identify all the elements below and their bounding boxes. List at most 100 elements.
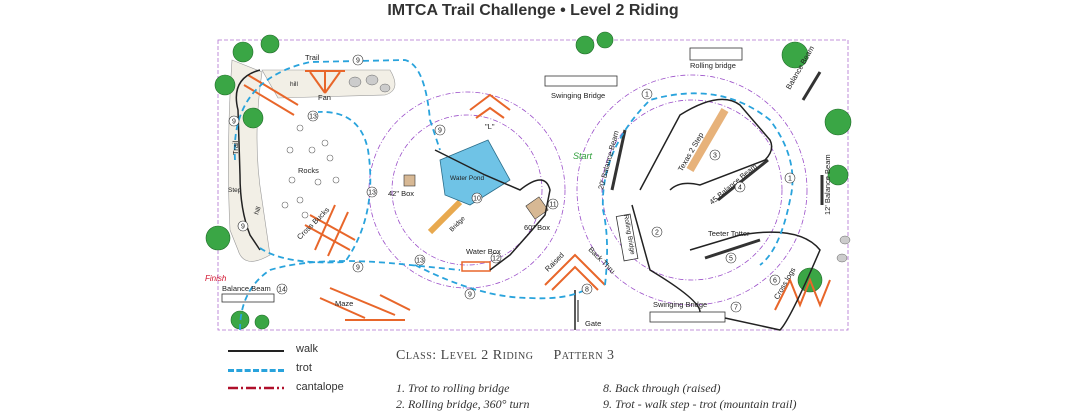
walk-paths: [235, 69, 821, 331]
marker-6: 6: [769, 274, 781, 286]
label-step: Step: [228, 187, 242, 194]
marker-1: 1: [641, 88, 653, 100]
legend-walk: walk: [228, 343, 428, 359]
marker-9e: 9: [434, 124, 446, 136]
marker-9e-text: 9: [438, 128, 442, 135]
left-circle-inner: [391, 114, 543, 266]
marker-9d-text: 9: [356, 265, 360, 272]
label-trail-top: Trail: [305, 53, 320, 62]
marker-13c: 13: [414, 254, 426, 266]
label-bridge: Bridge: [448, 215, 467, 234]
label-start: Start: [573, 151, 593, 161]
balance-beam-bottom: [221, 293, 275, 303]
label-l: "L": [485, 122, 495, 131]
legend-cantalope: cantalope: [228, 381, 428, 397]
balance-beam-20: [610, 129, 627, 191]
marker-2: 2: [651, 226, 663, 238]
marker-9d: 9: [352, 261, 364, 273]
label-gate: Gate: [585, 319, 601, 328]
tree-icon: [232, 41, 254, 63]
label-fan: Fan: [318, 93, 331, 102]
tree-icon: [214, 74, 236, 96]
label-swinging-bridge-bottom: Swinging Bridge: [653, 300, 707, 309]
marker-10-text: 10: [473, 196, 481, 203]
tree-icon: [827, 164, 849, 186]
marker-13a: 13: [307, 110, 319, 122]
label-hill-left: hill: [253, 205, 262, 215]
label-balance-beam-12: 12' Balance Beam: [823, 154, 832, 215]
marker-4-text: 4: [738, 185, 742, 192]
right-circle-inner: [601, 99, 783, 281]
marker-8: 8: [581, 283, 593, 295]
tree-icon: [205, 225, 231, 251]
label-box-42: 42" Box: [388, 189, 414, 198]
marker-9c-text: 9: [241, 224, 245, 231]
marker-2-text: 2: [655, 230, 659, 237]
top-trail-area: [261, 69, 396, 99]
marker-8-text: 8: [585, 287, 589, 294]
label-water-box: Water Box: [466, 247, 501, 256]
label-teeter-totter: Teeter Totter: [708, 229, 750, 238]
swinging-bridge-bottom: [649, 311, 726, 323]
balance-beam-right: [801, 71, 822, 101]
label-balance-beam-45: 45 Balance Beam: [708, 162, 759, 207]
marker-7: 7: [730, 301, 742, 313]
rolling-bridge-top: [689, 47, 743, 61]
label-rocks: Rocks: [298, 166, 319, 175]
marker-5: 5: [725, 252, 737, 264]
legend-trot-line: [228, 369, 284, 372]
label-hill-top: hill: [290, 81, 299, 88]
legend-cantalope-line: [228, 386, 284, 390]
rocks: [281, 124, 340, 219]
marker-14: 14: [276, 283, 288, 295]
label-rolling-bridge: Rolling bridge: [690, 61, 736, 70]
label-water-pond: Water Pond: [450, 175, 484, 182]
marker-5-text: 5: [729, 256, 733, 263]
right-circle-outer: [576, 74, 808, 306]
marker-13c-text: 13: [416, 258, 424, 265]
marker-11-text: 11: [549, 202, 556, 209]
balance-beam-45: [717, 158, 769, 202]
marker-10: 10: [471, 192, 483, 204]
instruction-8: 8. Back through (raised): [603, 381, 721, 395]
legend-trot-label: trot: [296, 362, 312, 374]
water-pond: [439, 139, 511, 206]
page-title: IMTCA Trail Challenge • Level 2 Riding: [387, 2, 679, 19]
marker-9f: 9: [464, 288, 476, 300]
marker-9a-text: 9: [356, 58, 360, 65]
marker-9b-text: 9: [232, 119, 236, 126]
marker-3-text: 3: [713, 153, 717, 160]
label-balance-beam-bottom: Balance Beam: [222, 284, 271, 293]
box-60: [525, 196, 549, 220]
label-finish: Finish: [205, 274, 227, 283]
legend-cantalope-label: cantalope: [296, 381, 344, 393]
tree-icon: [824, 108, 852, 136]
teeter-totter: [704, 238, 761, 260]
label-raised: Raised: [543, 251, 566, 274]
marker-13a-text: 13: [309, 114, 317, 121]
boulders: [348, 74, 851, 263]
swinging-bridge-top: [544, 75, 618, 87]
marker-9c: 9: [237, 220, 249, 232]
marker-9f-text: 9: [468, 292, 472, 299]
marker-4: 4: [734, 181, 746, 193]
marker-6-text: 6: [773, 278, 777, 285]
tree-icon: [575, 35, 595, 55]
marker-1b: 1: [784, 172, 796, 184]
marker-9a: 9: [352, 54, 364, 66]
mountain-trail-area: [228, 59, 271, 262]
marker-1-text: 1: [645, 92, 649, 99]
tree-icon: [596, 31, 614, 49]
label-trail-left: Trail: [231, 140, 240, 155]
legend-walk-label: walk: [296, 343, 319, 355]
marker-14-text: 14: [278, 287, 286, 294]
instruction-1: 1. Trot to rolling bridge: [396, 381, 510, 395]
legend-trot: trot: [228, 362, 428, 378]
marker-1b-text: 1: [788, 176, 792, 183]
instruction-2: 2. Rolling bridge, 360° turn: [396, 397, 530, 411]
marker-3: 3: [709, 149, 721, 161]
class-title: Class: Level 2 Riding Pattern 3: [396, 348, 615, 363]
marker-12: 12: [490, 252, 502, 264]
marker-13b: 13: [366, 186, 378, 198]
